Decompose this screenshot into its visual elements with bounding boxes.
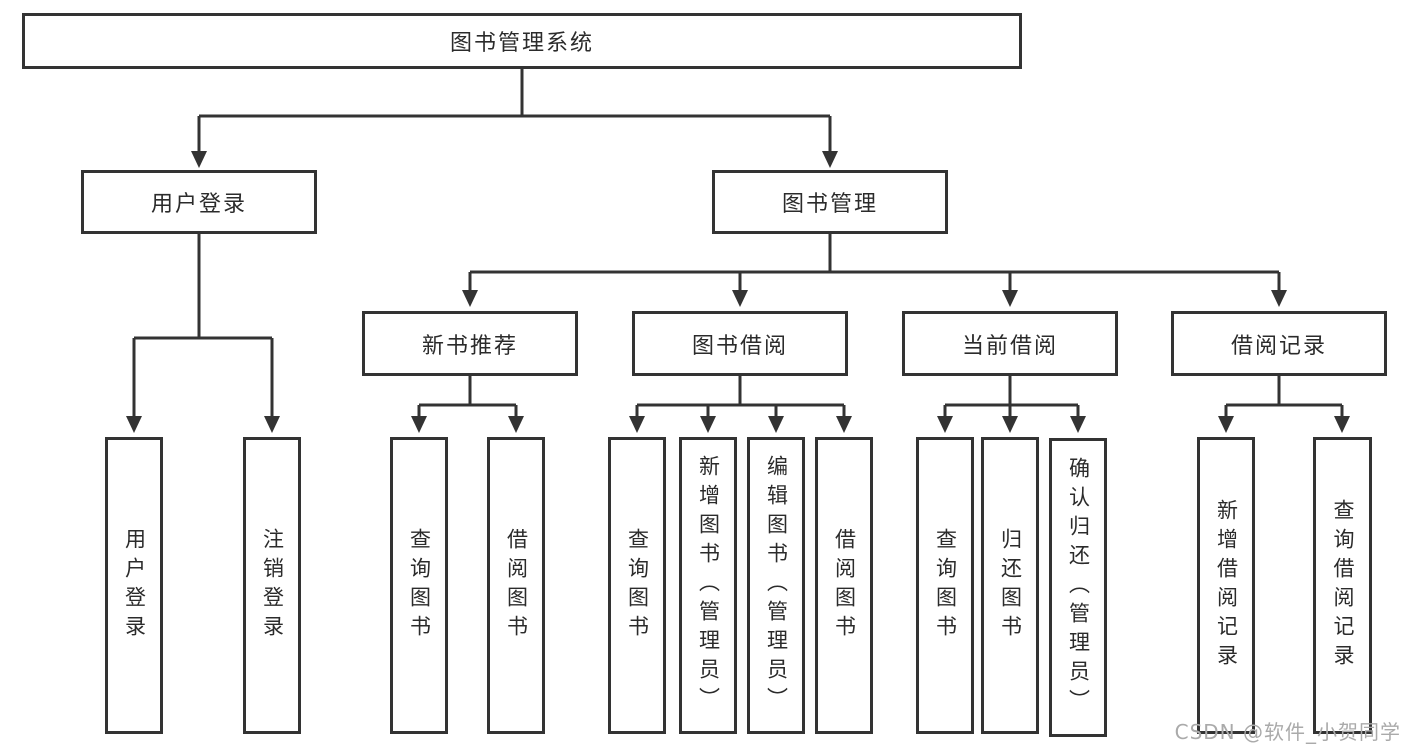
node-borrow-records: 借阅记录 — [1171, 311, 1387, 376]
leaf-bb-query-books: 查询图书 — [608, 437, 666, 734]
node-root-label: 图书管理系统 — [449, 31, 594, 56]
leaf-br-add-record-label: 新增借阅记录 — [1214, 498, 1239, 673]
leaf-br-query-record-label: 查询借阅记录 — [1331, 498, 1356, 673]
leaf-user-login: 用户登录 — [105, 437, 163, 734]
leaf-bb-query-books-label: 查询图书 — [625, 527, 650, 644]
node-user-login-label: 用户登录 — [150, 192, 247, 217]
leaf-bb-borrow-books: 借阅图书 — [815, 437, 873, 734]
leaf-cb-confirm-return-admin: 确认归还（管理员） — [1049, 438, 1107, 737]
leaf-cb-query-books: 查询图书 — [916, 437, 974, 734]
arrowheads — [126, 151, 1350, 433]
leaf-nbr-query-books: 查询图书 — [390, 437, 448, 734]
node-book-borrow-label: 图书借阅 — [691, 333, 788, 359]
leaf-bb-edit-books-admin: 编辑图书（管理员） — [747, 437, 805, 734]
leaf-br-query-record: 查询借阅记录 — [1313, 437, 1372, 734]
leaf-logout: 注销登录 — [243, 437, 301, 734]
leaf-cb-query-books-label: 查询图书 — [933, 527, 958, 644]
leaf-cb-confirm-return-admin-label: 确认归还（管理员） — [1066, 457, 1091, 718]
connector-strokes — [132, 69, 1344, 417]
leaf-bb-borrow-books-label: 借阅图书 — [832, 527, 857, 644]
node-borrow-records-label: 借阅记录 — [1230, 333, 1327, 359]
node-root: 图书管理系统 — [22, 13, 1022, 69]
leaf-nbr-borrow-books-label: 借阅图书 — [504, 527, 529, 644]
node-current-borrow: 当前借阅 — [902, 311, 1118, 376]
node-current-borrow-label: 当前借阅 — [961, 333, 1058, 359]
leaf-nbr-borrow-books: 借阅图书 — [487, 437, 545, 734]
leaf-nbr-query-books-label: 查询图书 — [407, 527, 432, 644]
node-book-management-label: 图书管理 — [781, 192, 878, 217]
leaf-user-login-label: 用户登录 — [122, 527, 147, 644]
leaf-logout-label: 注销登录 — [260, 527, 285, 644]
leaf-br-add-record: 新增借阅记录 — [1197, 437, 1255, 734]
leaf-bb-add-books-admin-label: 新增图书（管理员） — [696, 455, 721, 716]
leaf-bb-add-books-admin: 新增图书（管理员） — [679, 437, 737, 734]
leaf-cb-return-books-label: 归还图书 — [998, 527, 1023, 644]
csdn-watermark: CSDN @软件_小贺同学 — [1174, 720, 1401, 744]
leaf-bb-edit-books-admin-label: 编辑图书（管理员） — [764, 455, 789, 716]
node-new-book-recommend-label: 新书推荐 — [421, 333, 518, 359]
node-new-book-recommend: 新书推荐 — [362, 311, 578, 376]
node-book-borrow: 图书借阅 — [632, 311, 848, 376]
leaf-cb-return-books: 归还图书 — [981, 437, 1039, 734]
node-book-management: 图书管理 — [712, 170, 948, 234]
node-user-login: 用户登录 — [81, 170, 317, 234]
